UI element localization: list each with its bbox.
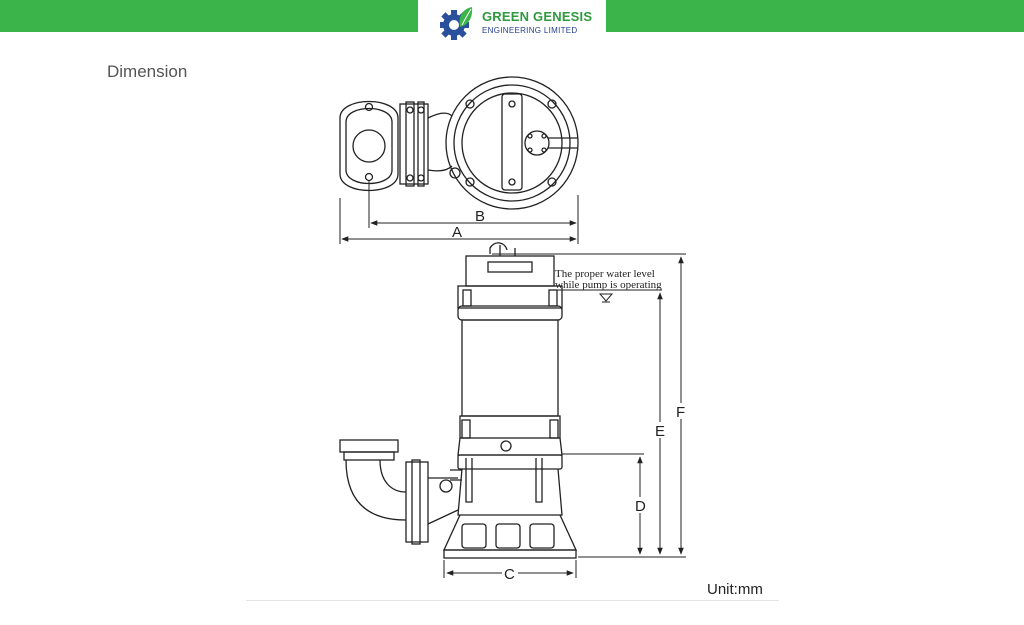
company-logo: GREEN GENESIS ENGINEERING LIMITED: [436, 4, 606, 42]
water-level-note-line1: The proper water level: [555, 268, 655, 280]
e-label-gap: [653, 422, 667, 438]
dimension-label-d: D: [635, 498, 646, 515]
d-label-gap: [633, 497, 647, 513]
header-bar-left: [0, 0, 418, 32]
unit-label: Unit:mm: [707, 581, 763, 598]
brand-subtitle: ENGINEERING LIMITED: [482, 26, 578, 35]
page-title: Dimension: [107, 62, 188, 81]
water-level-note-line2: while pump is operating: [555, 279, 662, 291]
footer-divider: [246, 600, 779, 601]
dimension-label-a: A: [452, 224, 462, 241]
water-level-marker: [554, 289, 662, 303]
top-view: [339, 76, 579, 210]
c-label-gap: [502, 565, 518, 581]
dimension-label-e: E: [655, 423, 665, 440]
top-view-dimensions: [339, 180, 579, 244]
gear-leaf-icon: [440, 7, 473, 40]
f-label-gap: [674, 403, 688, 419]
header-bar-right: [606, 0, 1024, 32]
dimension-label-b: B: [475, 208, 485, 225]
brand-name: GREEN GENESIS: [482, 9, 593, 24]
side-view: [339, 242, 578, 559]
dimension-label-c: C: [504, 566, 515, 583]
dimension-label-f: F: [676, 404, 685, 421]
